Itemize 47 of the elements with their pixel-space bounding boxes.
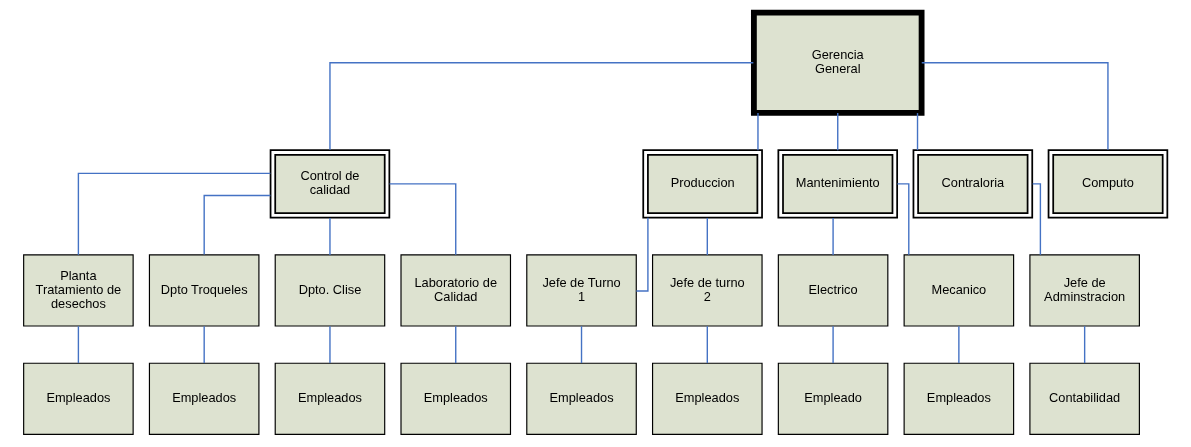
- node-box: Computo: [1047, 149, 1169, 219]
- connector: [329, 62, 755, 151]
- node-box: Jefe de turno 2: [652, 254, 763, 327]
- node-box: Dpto Troqueles: [148, 254, 260, 327]
- node-box: Empleados: [274, 362, 386, 435]
- node-box: Empleados: [23, 362, 134, 435]
- node-box: Produccion: [642, 149, 763, 219]
- connector: [203, 194, 272, 256]
- connector: [203, 325, 205, 364]
- connector: [757, 112, 759, 151]
- node-box: Empleados: [903, 362, 1015, 435]
- connector: [896, 183, 910, 256]
- connector: [832, 217, 834, 256]
- connector: [921, 62, 1109, 151]
- connector: [706, 217, 708, 256]
- connector: [1031, 183, 1042, 256]
- node-box: Planta Tratamiento de desechos: [23, 254, 134, 327]
- node-box: Empleados: [652, 362, 763, 435]
- connector: [916, 112, 919, 151]
- node-box: Control de calidad: [269, 149, 391, 219]
- node-box: Empleados: [526, 362, 637, 435]
- connector: [329, 325, 331, 364]
- node-box: Empleado: [777, 362, 889, 435]
- connector: [455, 325, 457, 364]
- connector: [388, 183, 457, 256]
- connector: [77, 325, 80, 364]
- node-box: Mecanico: [903, 254, 1015, 327]
- connector: [832, 325, 834, 364]
- connector: [837, 112, 839, 151]
- node-box: Jefe de Turno 1: [526, 254, 637, 327]
- connector: [706, 325, 708, 364]
- connector: [580, 325, 583, 364]
- node-box: Contraloria: [912, 149, 1034, 219]
- node-box: Mantenimiento: [777, 149, 898, 219]
- connector: [1083, 325, 1086, 364]
- node-box: Contabilidad: [1029, 362, 1140, 435]
- node-box: Gerencia General: [751, 9, 925, 116]
- node-box: Jefe de Adminstracion: [1029, 254, 1140, 327]
- node-box: Empleados: [148, 362, 260, 435]
- node-box: Laboratorio de Calidad: [400, 254, 512, 327]
- node-box: Dpto. Clise: [274, 254, 386, 327]
- node-box: Empleados: [400, 362, 512, 435]
- connector: [77, 172, 272, 256]
- connector: [329, 217, 331, 256]
- connector: [635, 217, 649, 292]
- connector: [958, 325, 960, 364]
- node-box: Electrico: [777, 254, 889, 327]
